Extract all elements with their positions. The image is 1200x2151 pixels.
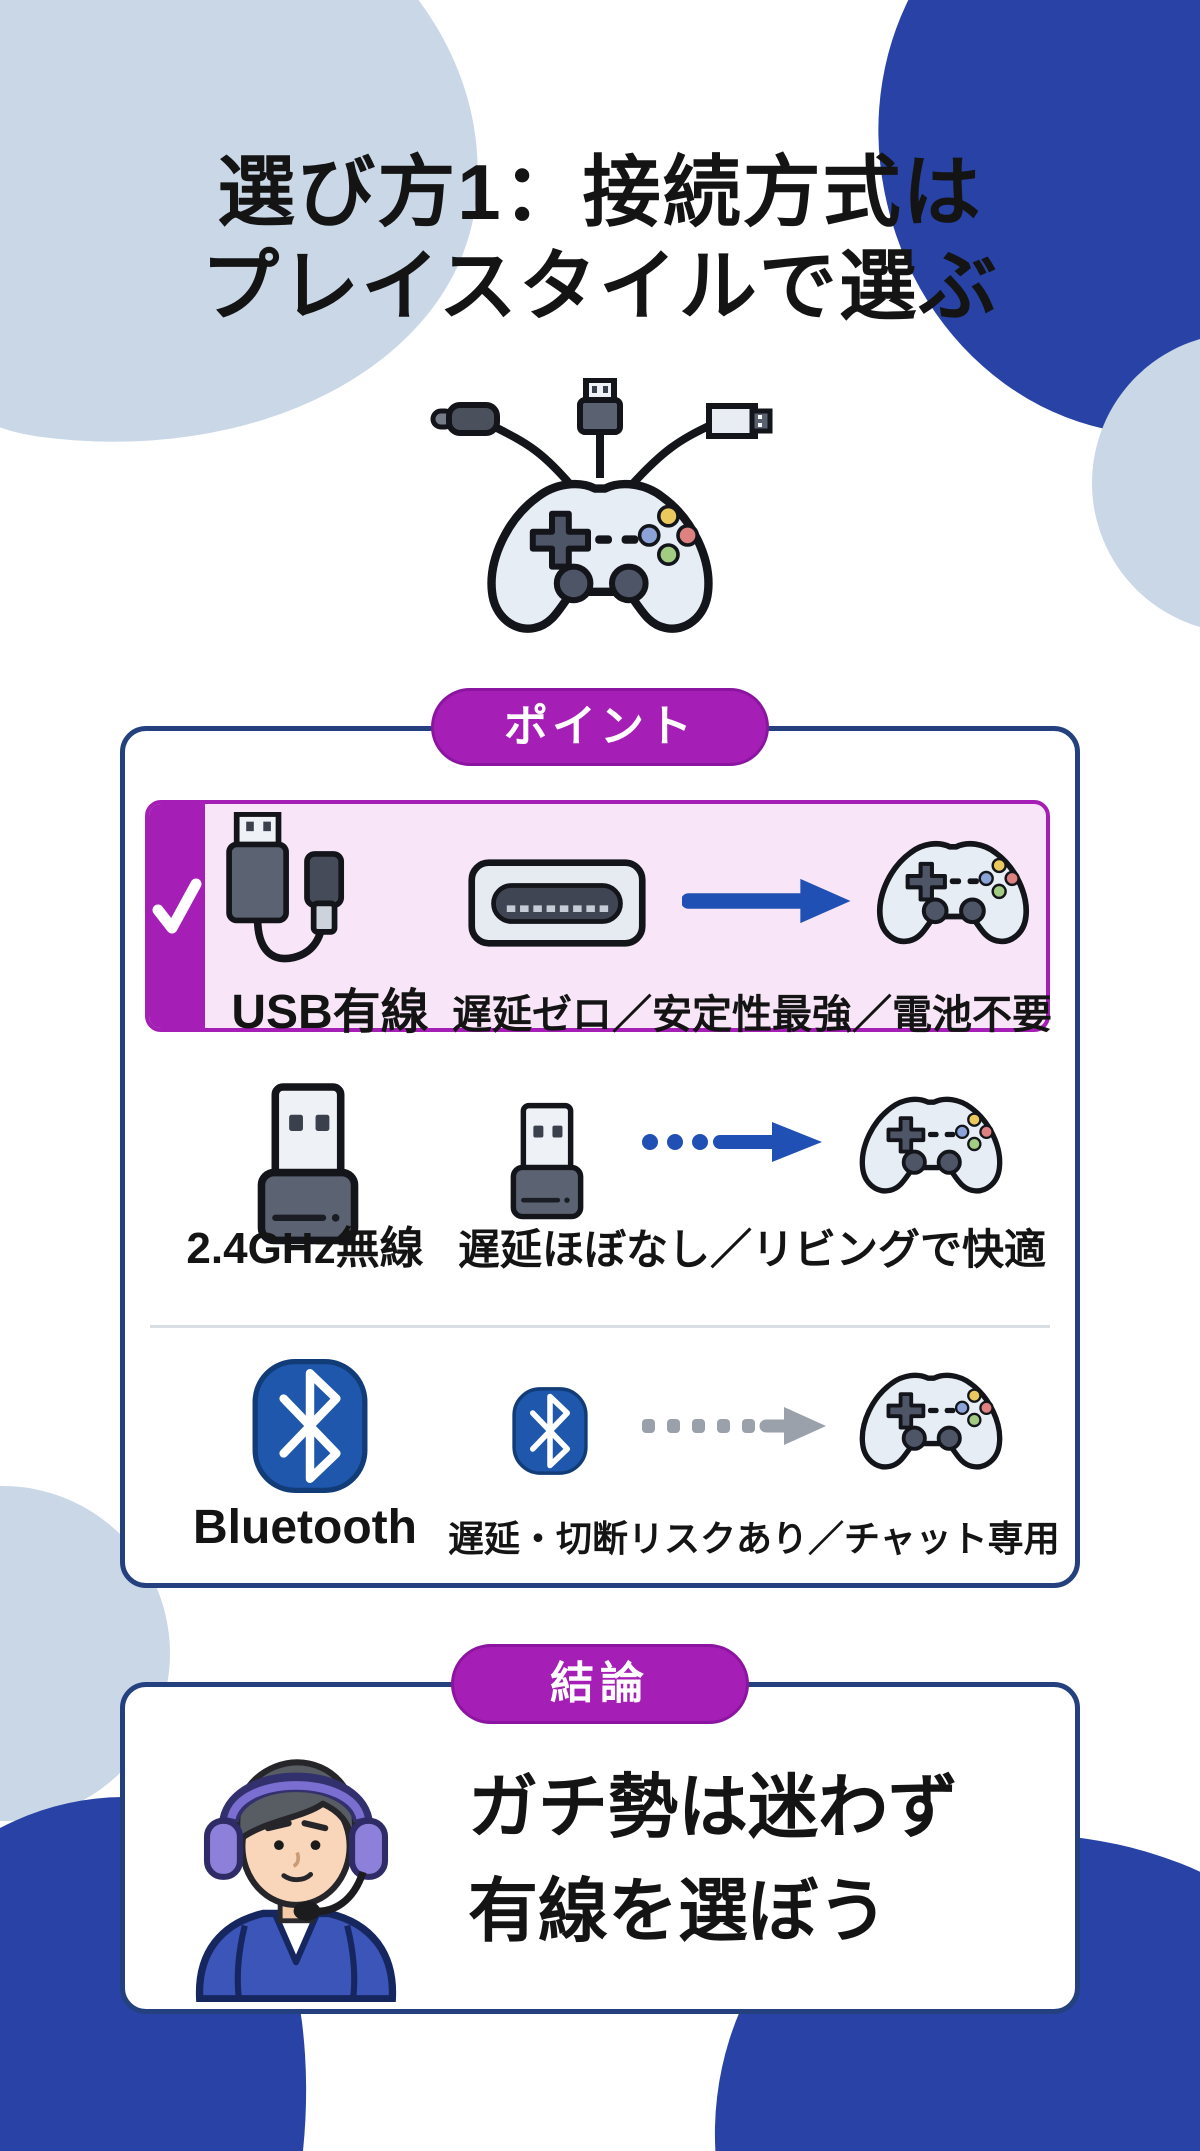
check-icon	[150, 872, 202, 942]
conclusion-line2: 有線を選ぼう	[468, 1871, 888, 1950]
conclusion-badge: 結論	[451, 1644, 749, 1724]
bluetooth-icon-small	[512, 1386, 588, 1476]
conclusion-line1: ガチ勢は迷わず	[468, 1768, 958, 1846]
page-title-line2: プレイスタイルで選ぶ	[201, 241, 999, 330]
gamepad-icon	[855, 1092, 1007, 1199]
row-label: 2.4GHz無線	[186, 1224, 424, 1273]
usb-dongle-icon-small	[505, 1102, 589, 1222]
row-desc: 遅延ほぼなし／リビングで快適	[458, 1226, 1047, 1273]
row-desc: 遅延・切断リスクあり／チャット専用	[448, 1518, 1060, 1559]
row-desc: 遅延ゼロ／安定性最強／電池不要	[452, 993, 1052, 1037]
solid-arrow-icon	[682, 878, 851, 924]
points-badge: ポイント	[431, 688, 769, 766]
usb-plug-cable-icon	[226, 812, 345, 963]
gamepad-icon	[855, 1368, 1007, 1475]
row-label: USB有線	[231, 986, 429, 1039]
row-divider	[150, 1325, 1050, 1328]
usb-port-icon	[468, 859, 646, 947]
gamepad-icon	[872, 836, 1034, 950]
gray-dotted-arrow-icon	[642, 1407, 826, 1445]
gamer-avatar	[195, 1759, 397, 2002]
bluetooth-icon	[252, 1358, 368, 1494]
dotted-arrow-icon	[642, 1122, 822, 1162]
page-title: 選び方1：接続方式は プレイスタイルで選ぶ	[0, 146, 1200, 333]
conclusion-text: ガチ勢は迷わず 有線を選ぼう	[468, 1756, 1048, 1963]
page-title-line1: 選び方1：接続方式は	[217, 148, 983, 236]
gamepad-with-cables-illustration	[430, 378, 773, 643]
row-label: Bluetooth	[193, 1501, 417, 1554]
